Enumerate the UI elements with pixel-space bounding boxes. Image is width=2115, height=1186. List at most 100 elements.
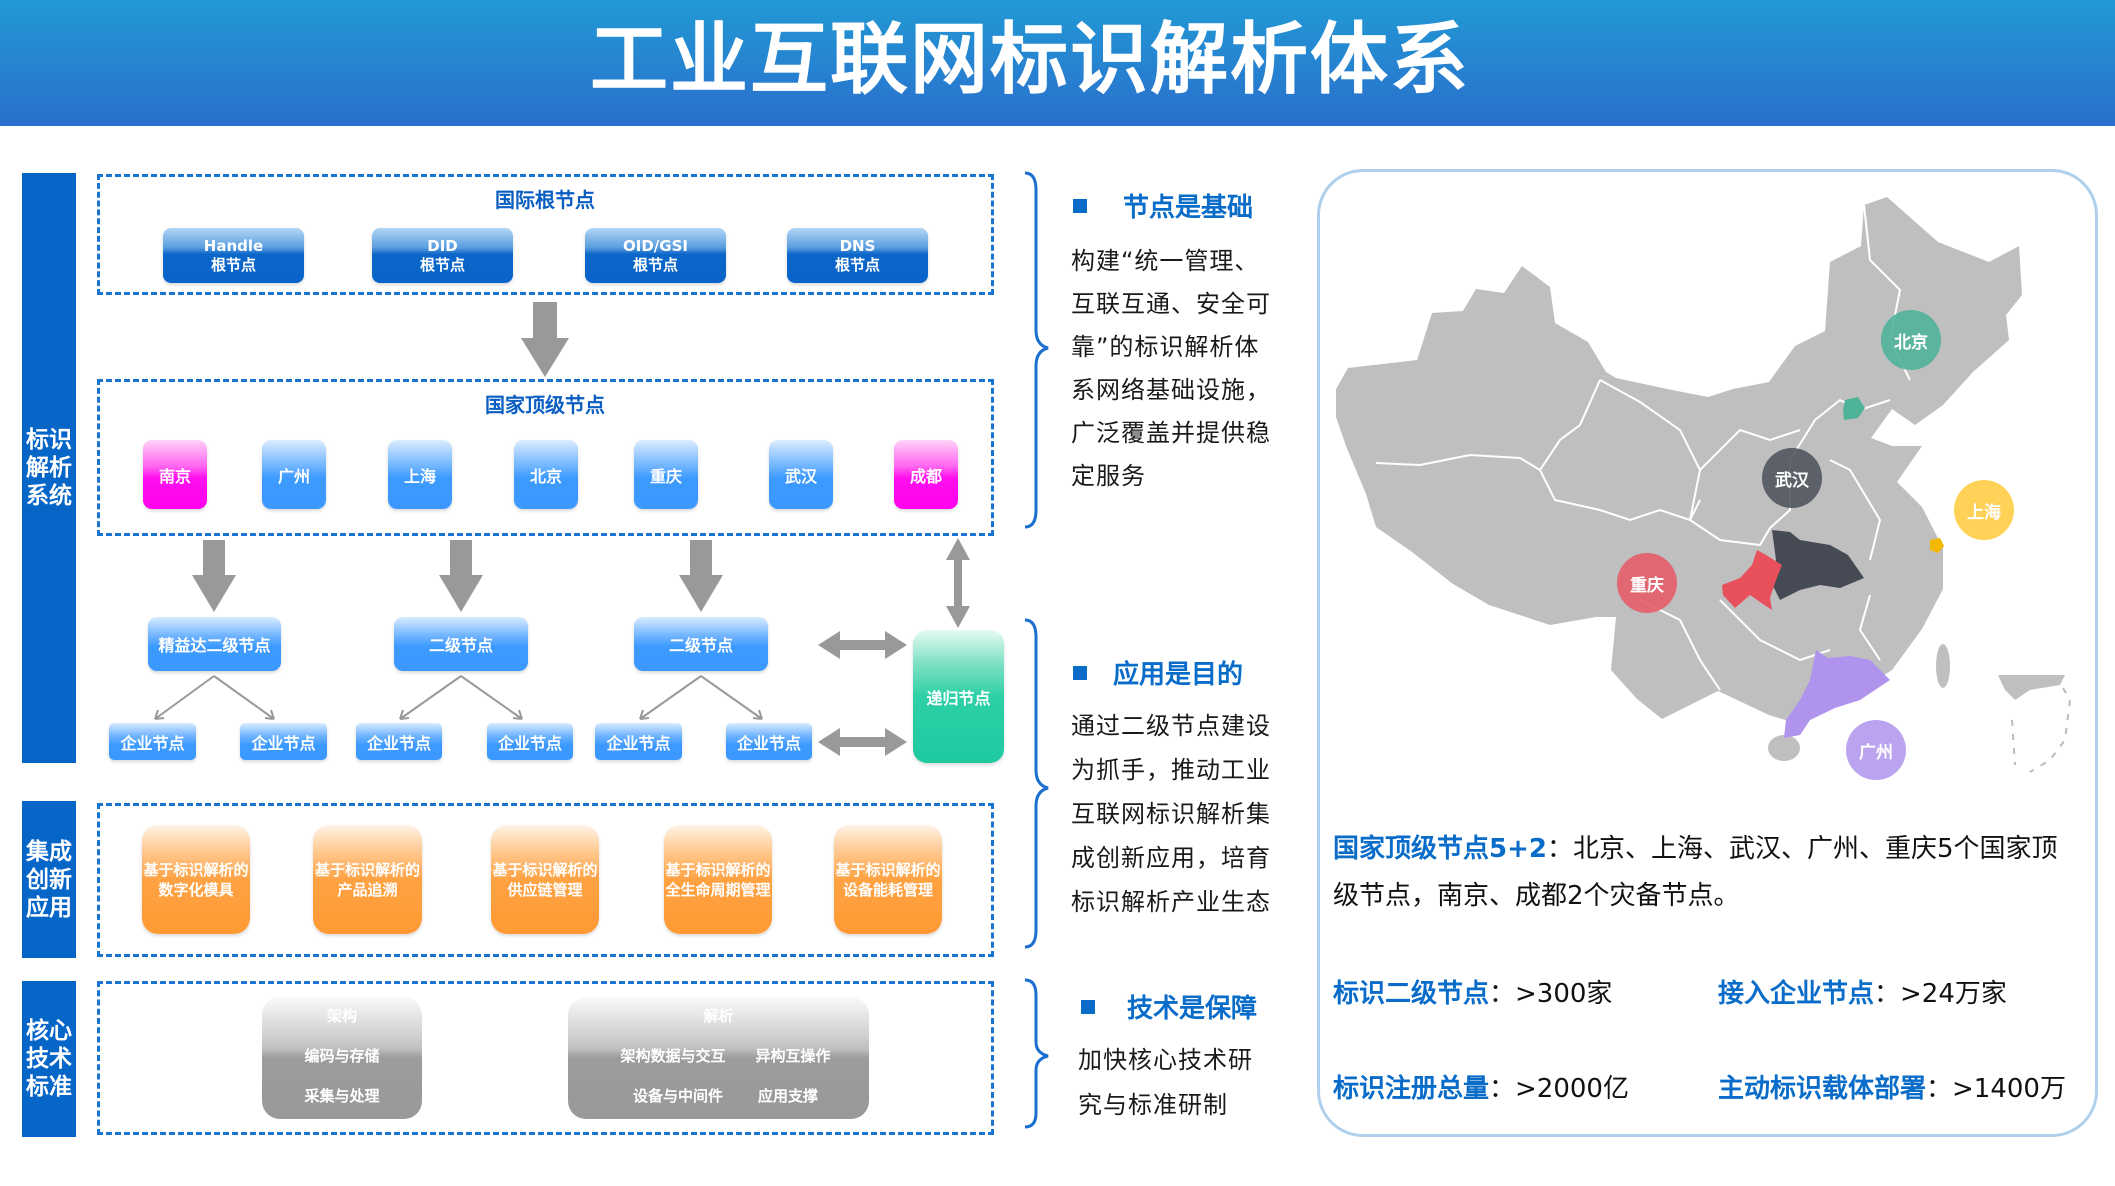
- stat-secondary-nodes: 标识二级节点：>300家: [1333, 973, 1612, 1010]
- diagram-arrows: [154, 302, 970, 756]
- tech-architecture-title: 架构: [326, 1007, 357, 1025]
- brace-icon: [1024, 618, 1049, 949]
- summary-text: 国家顶级节点5+2：北京、上海、武汉、广州、重庆5个国家顶级节点，南京、成都2个…: [1333, 826, 2083, 920]
- stat-enterprise-nodes: 接入企业节点：>24万家: [1718, 973, 2007, 1010]
- branch-lines: [154, 675, 763, 720]
- region-shanghai: [1930, 538, 1944, 553]
- node-label: 根节点: [834, 255, 880, 274]
- side-label-text: 核心技术标准: [26, 1018, 72, 1100]
- section-body-nodes: 构建“统一管理、 互联互通、安全可 靠”的标识解析体 系网络基础设施， 广泛覆盖…: [1071, 240, 1271, 498]
- side-label-core-tech: 核心技术标准: [22, 981, 76, 1137]
- app-label: 设备能耗管理: [842, 880, 933, 899]
- enterprise-node: 企业节点: [240, 723, 327, 760]
- body-line: 为抓手，推动工业: [1071, 756, 1271, 784]
- south-sea-inset-land: [1998, 675, 2065, 700]
- tech-item: 采集与处理: [304, 1087, 380, 1105]
- node-label: 根节点: [632, 255, 678, 274]
- tech-item: 异构互操作: [755, 1047, 831, 1065]
- body-line: 成创新应用，培育: [1071, 844, 1271, 872]
- app-label: 基于标识解析的: [143, 860, 249, 879]
- secondary-node: 二级节点: [634, 617, 768, 671]
- section-heading-nodes: 节点是基础: [1073, 187, 1253, 224]
- body-line: 标识解析产业生态: [1071, 888, 1271, 916]
- node-label: OID/GSI: [623, 236, 688, 255]
- braces: [1024, 171, 1049, 1129]
- south-sea-inset: [2011, 675, 2072, 773]
- heading-text: 应用是目的: [1113, 660, 1244, 690]
- app-lifecycle: 基于标识解析的全生命周期管理: [664, 825, 772, 934]
- bullet-square-icon: [1081, 999, 1095, 1014]
- tech-item: 应用支撑: [757, 1087, 818, 1105]
- app-product-traceability: 基于标识解析的产品追溯: [313, 825, 422, 934]
- enterprise-node: 企业节点: [487, 723, 573, 760]
- header-banner: [0, 0, 2115, 126]
- tech-item: 设备与中间件: [632, 1087, 723, 1105]
- applications-box: [97, 803, 994, 957]
- stat-value: ：>24万家: [1874, 979, 2007, 1009]
- body-line: 构建“统一管理、: [1071, 247, 1260, 275]
- enterprise-node: 企业节点: [595, 723, 682, 760]
- top-node-chongqing: 重庆: [634, 440, 698, 509]
- body-line: 加快核心技术研: [1078, 1046, 1253, 1074]
- top-node-shanghai: 上海: [388, 440, 452, 509]
- tech-box: [97, 981, 994, 1135]
- section-body-tech: 加快核心技术研 究与标准研制: [1078, 1038, 1253, 1128]
- stat-value: ：>1400万: [1926, 1074, 2066, 1104]
- app-label: 基于标识解析的: [492, 860, 598, 879]
- side-label-integrated-innovation: 集成创新应用: [22, 801, 76, 958]
- section-heading-tech: 技术是保障: [1081, 988, 1257, 1025]
- stat-active-carriers: 主动标识载体部署：>1400万: [1718, 1068, 2066, 1105]
- arrow-down-to-secondary-3: [679, 540, 723, 612]
- arrow-down-root-to-top: [521, 302, 569, 377]
- arrow-double-secondary-recursive: [818, 631, 907, 659]
- section-body-applications: 通过二级节点建设 为抓手，推动工业 互联网标识解析集 成创新应用，培育 标识解析…: [1071, 704, 1271, 924]
- summary-heading: 国家顶级节点5+2: [1333, 834, 1547, 864]
- app-label: 全生命周期管理: [665, 880, 771, 899]
- taiwan-shape: [1936, 644, 1950, 688]
- heading-text: 节点是基础: [1123, 193, 1254, 223]
- node-label: DNS: [839, 236, 876, 255]
- china-mainland-shape: [1336, 197, 2022, 723]
- arrow-down-to-secondary-2: [439, 540, 483, 612]
- app-label: 数字化模具: [158, 880, 234, 899]
- branch-arrow: [460, 675, 523, 720]
- body-line: 互联互通、安全可: [1071, 290, 1271, 318]
- tech-architecture: 架构 编码与存储 采集与处理: [262, 997, 422, 1119]
- body-line: 通过二级节点建设: [1071, 712, 1271, 740]
- map-label-beijing: 北京: [1881, 310, 1941, 370]
- map-label-wuhan: 武汉: [1762, 448, 1822, 508]
- enterprise-node: 企业节点: [726, 723, 812, 760]
- app-label: 基于标识解析的: [835, 860, 941, 879]
- top-node-guangzhou: 广州: [262, 440, 326, 509]
- enterprise-node: 企业节点: [109, 723, 196, 760]
- node-label: 根节点: [419, 255, 465, 274]
- stat-label: 标识二级节点: [1333, 979, 1490, 1009]
- app-digital-mold: 基于标识解析的数字化模具: [142, 825, 250, 934]
- side-label-text: 集成创新应用: [26, 838, 72, 921]
- national-top-box: [97, 379, 994, 536]
- branch-arrow: [399, 675, 462, 720]
- region-guangdong: [1784, 650, 1890, 738]
- summary-body: ：北京、上海、武汉、广州、重庆5个国家顶级节点，南京、成都2个灾备节点。: [1333, 834, 2058, 911]
- tech-resolution-title: 解析: [703, 1007, 734, 1025]
- app-label: 供应链管理: [507, 880, 583, 899]
- stat-registrations: 标识注册总量：>2000亿: [1333, 1068, 1629, 1105]
- map-label-chongqing: 重庆: [1617, 553, 1677, 613]
- node-label: 根节点: [210, 255, 256, 274]
- hainan-shape: [1768, 735, 1800, 761]
- node-label: Handle: [203, 236, 264, 255]
- tech-item: 架构数据与交互: [620, 1047, 726, 1065]
- national-top-title: 国家顶级节点: [485, 393, 605, 417]
- app-energy: 基于标识解析的设备能耗管理: [834, 825, 942, 934]
- top-node-beijing: 北京: [514, 440, 578, 509]
- map-label-guangzhou: 广州: [1846, 720, 1906, 780]
- tech-resolution: 解析 架构数据与交互 异构互操作 设备与中间件 应用支撑: [568, 997, 869, 1119]
- app-supply-chain: 基于标识解析的供应链管理: [491, 825, 599, 934]
- tech-item: 编码与存储: [304, 1047, 380, 1065]
- recursive-node: 递归节点: [913, 630, 1004, 763]
- stat-value: ：>2000亿: [1489, 1074, 1629, 1104]
- body-line: 靠”的标识解析体: [1071, 333, 1260, 361]
- top-node-nanjing: 南京: [143, 440, 207, 509]
